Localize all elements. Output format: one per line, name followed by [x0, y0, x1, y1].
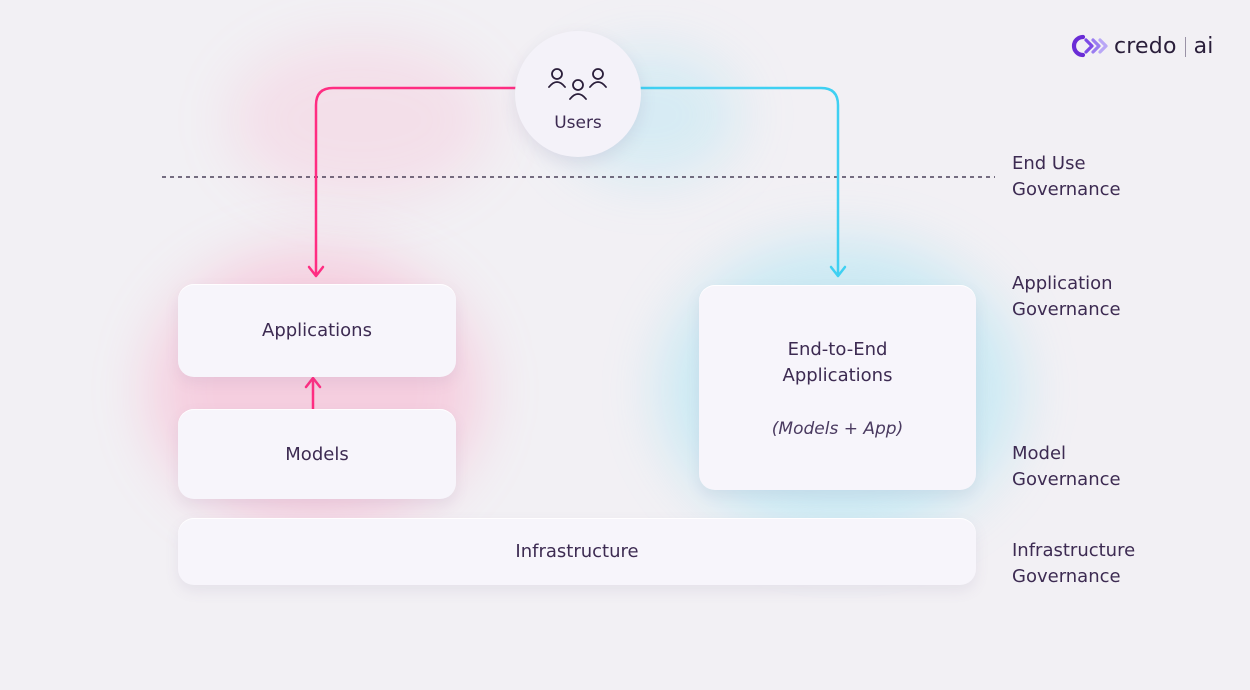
users-label: Users	[554, 113, 602, 133]
models-box: Models	[178, 409, 456, 499]
gov-line: End Use	[1012, 153, 1086, 174]
e2e-arrowhead	[829, 265, 847, 278]
infrastructure-governance-label: Infrastructure Governance	[1012, 538, 1212, 590]
gov-line: Governance	[1012, 299, 1121, 320]
users-to-e2e-arrow	[638, 86, 840, 276]
infrastructure-box: Infrastructure	[178, 518, 976, 585]
gov-line: Infrastructure	[1012, 540, 1136, 561]
logo-text-ai: ai	[1193, 33, 1214, 59]
e2e-title: End-to-End Applications	[782, 338, 893, 386]
application-governance-label: Application Governance	[1012, 271, 1212, 323]
logo-separator	[1184, 36, 1186, 57]
gov-line: Governance	[1012, 179, 1121, 200]
models-label: Models	[285, 443, 349, 465]
gov-line: Application	[1012, 273, 1113, 294]
credo-logo-mark-icon	[1071, 34, 1108, 58]
models-arrowhead	[304, 376, 322, 389]
users-to-applications-arrow	[314, 86, 518, 276]
gov-line: Governance	[1012, 566, 1121, 587]
logo-text-credo: credo	[1114, 33, 1177, 59]
end-to-end-applications-box: End-to-End Applications (Models + App)	[699, 285, 976, 490]
model-governance-label: Model Governance	[1012, 441, 1212, 493]
applications-box: Applications	[178, 284, 456, 377]
gov-line: Governance	[1012, 469, 1121, 490]
e2e-subtitle: (Models + App)	[771, 418, 904, 439]
users-node: Users	[515, 31, 641, 157]
gov-line: Model	[1012, 443, 1067, 464]
applications-label: Applications	[262, 320, 372, 341]
users-icon	[548, 68, 607, 100]
infrastructure-label: Infrastructure	[515, 541, 639, 562]
end-use-governance-label: End Use Governance	[1012, 151, 1212, 203]
applications-arrowhead	[307, 265, 325, 278]
